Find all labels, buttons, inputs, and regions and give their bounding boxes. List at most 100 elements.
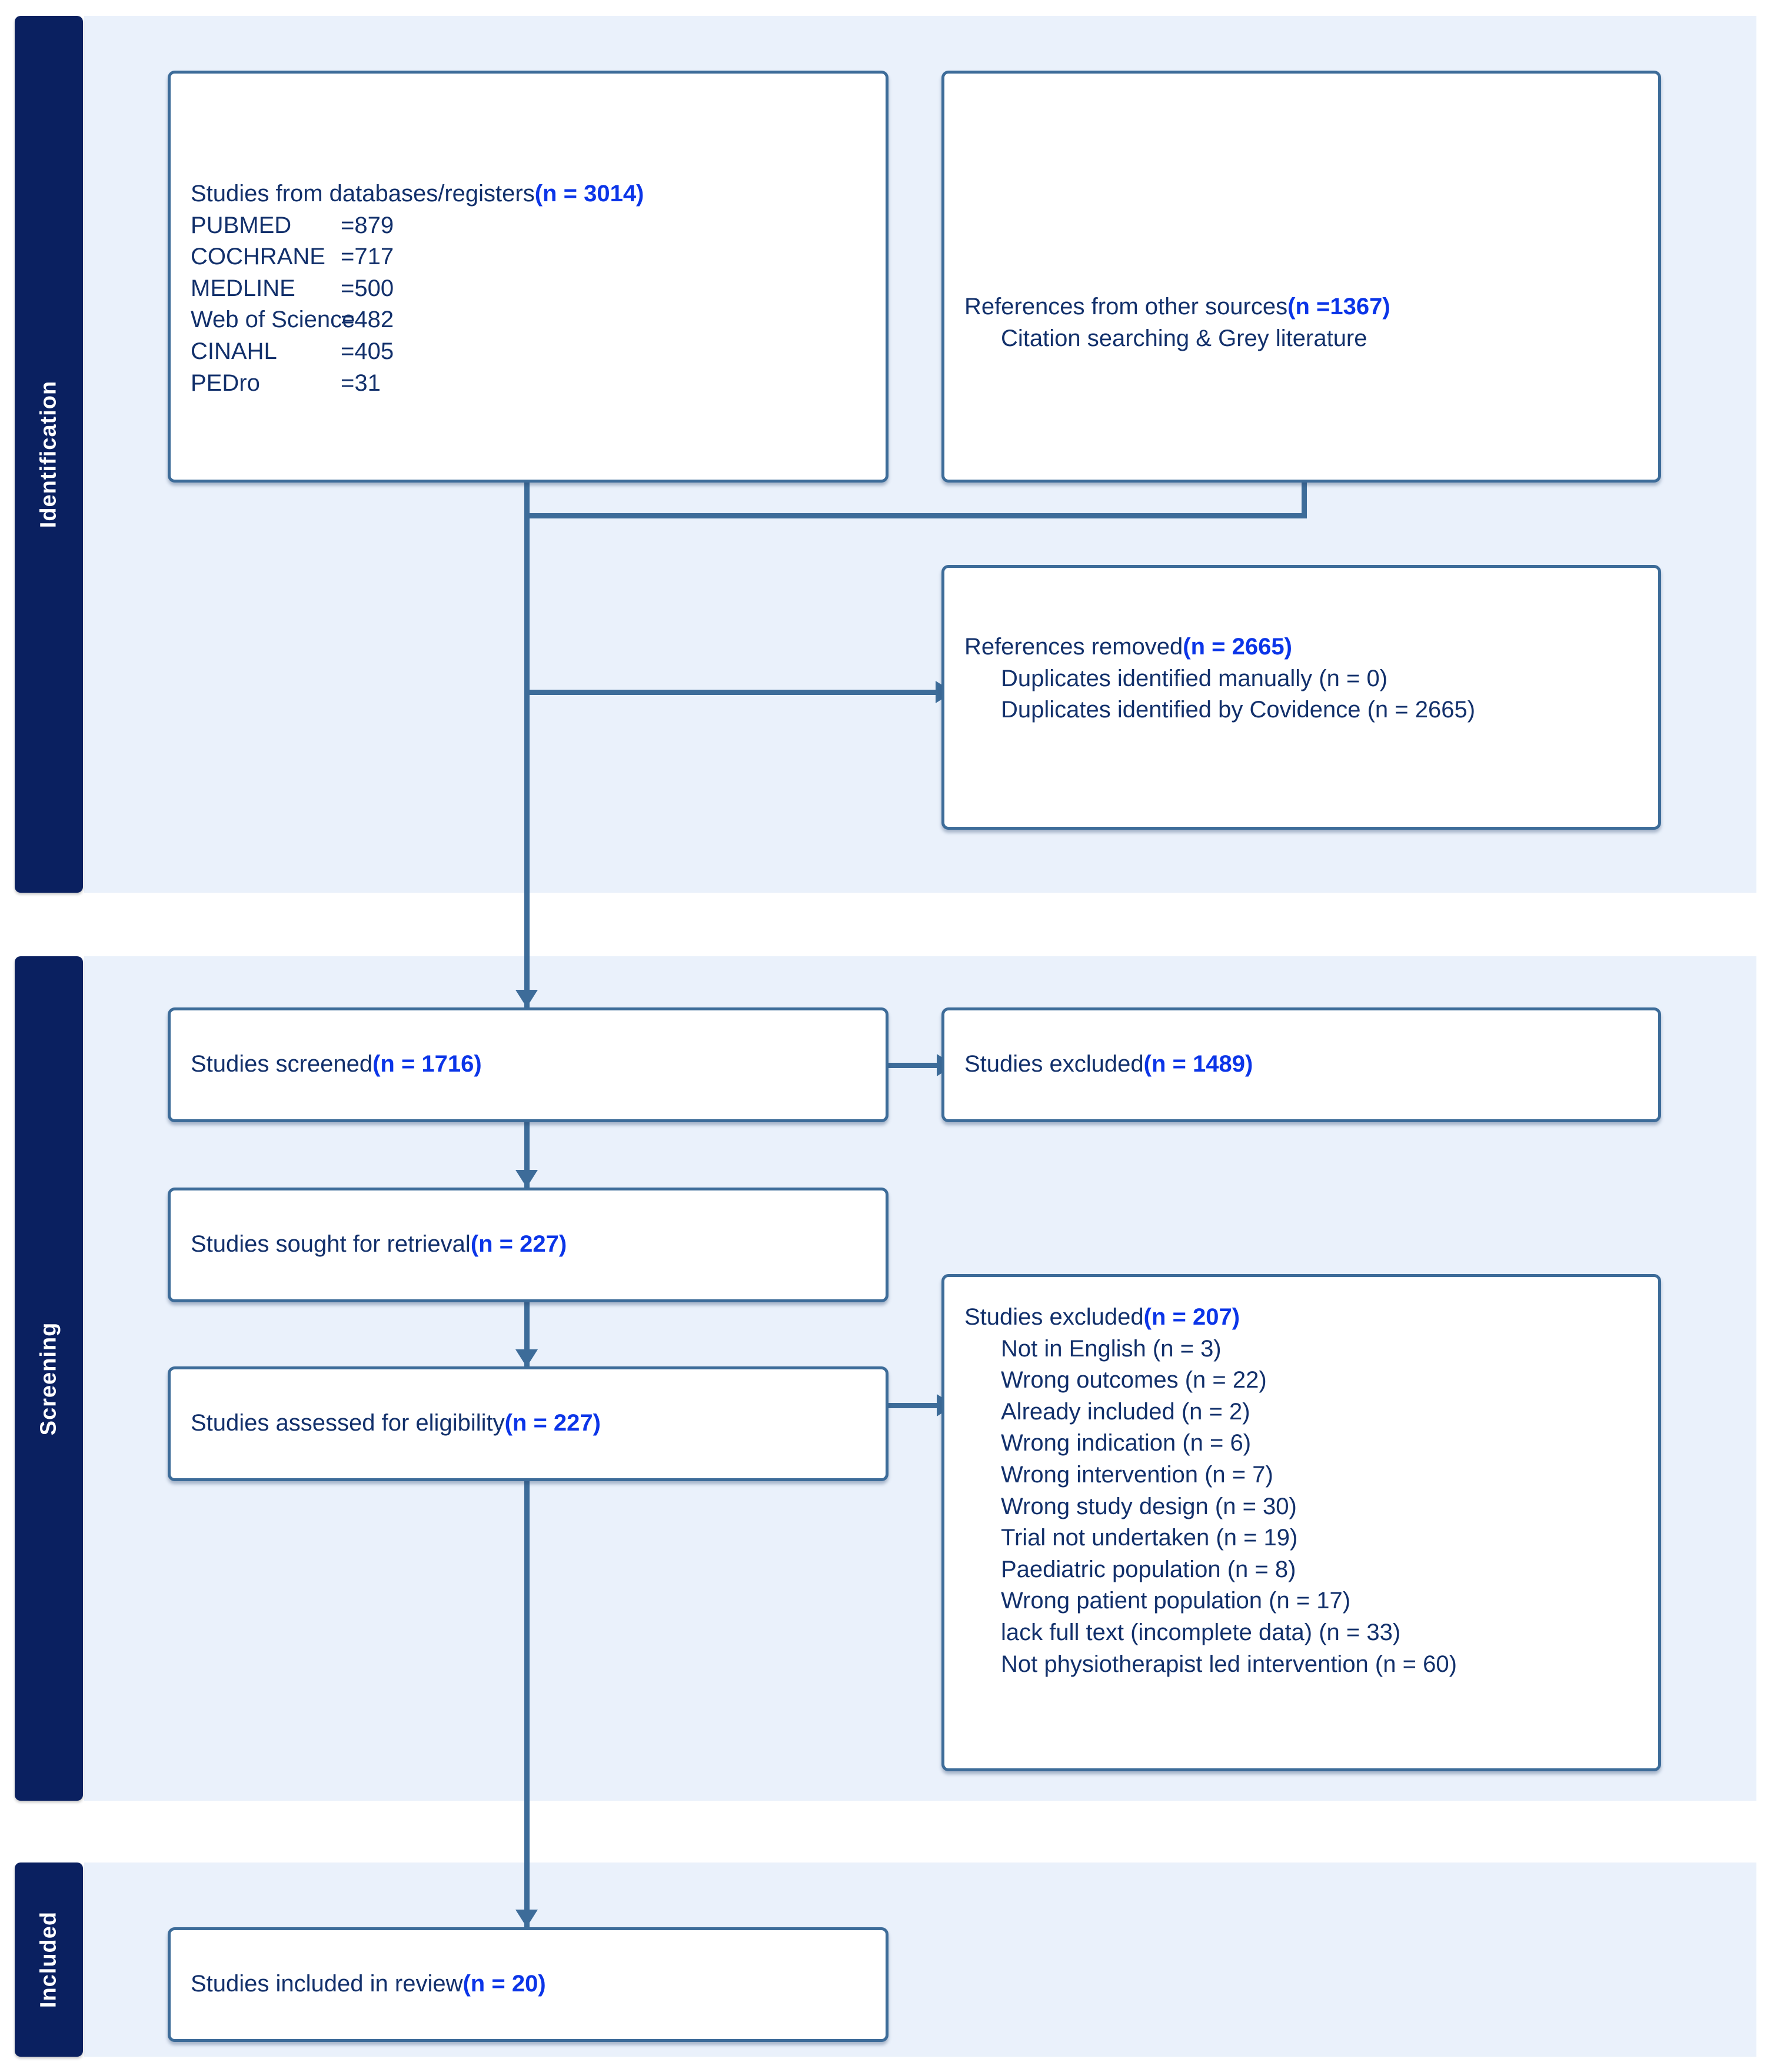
- connector-h-to-references-removed: [524, 690, 939, 695]
- references-removed-sub: Duplicates identified by Covidence (n = …: [964, 694, 1638, 726]
- arrow-down-to-screened: [515, 990, 538, 1007]
- exclusion-reason: Trial not undertaken (n = 19): [964, 1522, 1638, 1554]
- stage-tab-screening: Screening: [15, 956, 83, 1801]
- references-removed-title: References removed (n = 2665): [964, 631, 1638, 663]
- studies-excluded-screening-title: Studies excluded (n = 1489): [964, 1049, 1638, 1080]
- exclusion-reason: Wrong intervention (n = 7): [964, 1459, 1638, 1491]
- connector-h-assessed-to-excluded: [889, 1403, 941, 1408]
- box-studies-screened: Studies screened (n = 1716): [168, 1007, 889, 1122]
- exclusion-reason: Wrong outcomes (n = 22): [964, 1365, 1638, 1396]
- database-value: =879: [341, 212, 394, 238]
- exclusion-reason-text: Wrong outcomes (n = 22): [1001, 1367, 1267, 1393]
- studies-sought-title: Studies sought for retrieval (n = 227): [191, 1229, 866, 1261]
- database-value: =482: [341, 307, 394, 333]
- exclusion-reason-text: Wrong patient population (n = 17): [1001, 1588, 1351, 1614]
- connector-v-databases-down: [524, 478, 530, 516]
- database-row: CINAHL =405: [191, 336, 866, 368]
- arrow-down-to-included: [515, 1910, 538, 1927]
- exclusion-reason-text: Not in English (n = 3): [1001, 1335, 1222, 1362]
- exclusion-reason: Wrong indication (n = 6): [964, 1428, 1638, 1459]
- box-studies-included-review: Studies included in review (n = 20): [168, 1927, 889, 2042]
- studies-screened-title: Studies screened (n = 1716): [191, 1049, 866, 1080]
- studies-excluded-eligibility-title-text: Studies excluded: [964, 1304, 1144, 1330]
- database-row: COCHRANE =717: [191, 241, 866, 273]
- studies-excluded-screening-title-count: (n = 1489): [1143, 1051, 1253, 1077]
- box-studies-excluded-screening: Studies excluded (n = 1489): [941, 1007, 1661, 1122]
- databases-title-count: (n = 3014): [534, 181, 644, 207]
- studies-included-title-count: (n = 20): [462, 1971, 546, 1997]
- stage-tab-identification-label: Identification: [36, 380, 61, 528]
- other-sources-title-count: (n =1367): [1287, 294, 1390, 320]
- database-row: PEDro =31: [191, 368, 866, 400]
- database-name: PEDro: [191, 370, 260, 396]
- studies-screened-title-count: (n = 1716): [372, 1051, 482, 1077]
- database-value: =31: [341, 370, 381, 396]
- connector-h-screened-to-excluded: [889, 1063, 941, 1068]
- exclusion-reason: Not in English (n = 3): [964, 1333, 1638, 1365]
- studies-assessed-title-count: (n = 227): [504, 1410, 601, 1436]
- stage-tab-screening-label: Screening: [36, 1322, 61, 1435]
- studies-sought-title-count: (n = 227): [470, 1231, 567, 1257]
- studies-assessed-title-text: Studies assessed for eligibility: [191, 1410, 505, 1436]
- exclusion-reason-text: Not physiotherapist led intervention (n …: [1001, 1651, 1457, 1677]
- studies-excluded-screening-title-text: Studies excluded: [964, 1051, 1144, 1077]
- exclusion-reason: Already included (n = 2): [964, 1396, 1638, 1428]
- arrow-down-to-assessed: [515, 1349, 538, 1367]
- exclusion-reason-text: Trial not undertaken (n = 19): [1001, 1525, 1298, 1551]
- studies-assessed-title: Studies assessed for eligibility (n = 22…: [191, 1408, 866, 1439]
- database-row: Web of Science =482: [191, 304, 866, 336]
- exclusion-reason: Paediatric population (n = 8): [964, 1554, 1638, 1586]
- databases-title: Studies from databases/registers (n = 30…: [191, 178, 866, 210]
- references-removed-title-count: (n = 2665): [1183, 634, 1292, 660]
- database-value: =717: [341, 244, 394, 270]
- box-databases-registers: Studies from databases/registers (n = 30…: [168, 71, 889, 483]
- studies-screened-title-text: Studies screened: [191, 1051, 373, 1077]
- database-name: MEDLINE: [191, 275, 295, 301]
- exclusion-reason-text: Paediatric population (n = 8): [1001, 1556, 1296, 1582]
- exclusion-reason: Not physiotherapist led intervention (n …: [964, 1649, 1638, 1681]
- exclusion-reason: Wrong patient population (n = 17): [964, 1585, 1638, 1617]
- other-sources-title: References from other sources (n =1367): [964, 291, 1638, 323]
- exclusion-reason-text: Wrong study design (n = 30): [1001, 1493, 1297, 1519]
- references-removed-title-text: References removed: [964, 634, 1183, 660]
- connector-v-other-sources-down: [1302, 478, 1307, 516]
- studies-excluded-eligibility-title-count: (n = 207): [1143, 1304, 1240, 1330]
- stage-tab-included-label: Included: [36, 1911, 61, 2008]
- database-name: PUBMED: [191, 212, 292, 238]
- exclusion-reason-text: lack full text (incomplete data) (n = 33…: [1001, 1619, 1401, 1645]
- exclusion-reason-text: Wrong indication (n = 6): [1001, 1430, 1252, 1456]
- database-row: PUBMED =879: [191, 210, 866, 242]
- connector-v-assessed-to-included: [524, 1476, 530, 1929]
- studies-included-title: Studies included in review (n = 20): [191, 1968, 866, 2000]
- database-name: COCHRANE: [191, 244, 325, 270]
- exclusion-reason: lack full text (incomplete data) (n = 33…: [964, 1617, 1638, 1649]
- arrow-down-to-sought: [515, 1170, 538, 1188]
- stage-tab-included: Included: [15, 1863, 83, 2057]
- other-sources-sub-text: Citation searching & Grey literature: [1001, 325, 1367, 351]
- database-row: MEDLINE =500: [191, 273, 866, 305]
- studies-sought-title-text: Studies sought for retrieval: [191, 1231, 471, 1257]
- exclusion-reason-text: Wrong intervention (n = 7): [1001, 1461, 1273, 1488]
- studies-included-title-text: Studies included in review: [191, 1971, 463, 1997]
- references-removed-sub-line: Duplicates identified manually (n = 0): [1001, 665, 1388, 691]
- exclusion-reason-text: Already included (n = 2): [1001, 1398, 1250, 1425]
- connector-h-top-join: [524, 513, 1307, 518]
- database-value: =500: [341, 275, 394, 301]
- other-sources-title-text: References from other sources: [964, 294, 1288, 320]
- box-studies-sought: Studies sought for retrieval (n = 227): [168, 1188, 889, 1302]
- databases-title-text: Studies from databases/registers: [191, 181, 535, 207]
- exclusion-reason: Wrong study design (n = 30): [964, 1491, 1638, 1523]
- connector-v-spine-identification: [524, 513, 530, 1010]
- box-references-removed: References removed (n = 2665) Duplicates…: [941, 565, 1661, 830]
- connector-v-sought-to-assessed: [524, 1298, 530, 1371]
- database-name: Web of Science: [191, 307, 355, 333]
- stage-tab-identification: Identification: [15, 16, 83, 893]
- box-other-sources: References from other sources (n =1367) …: [941, 71, 1661, 483]
- references-removed-sub-line: Duplicates identified by Covidence (n = …: [1001, 697, 1476, 723]
- other-sources-sub: Citation searching & Grey literature: [964, 323, 1638, 355]
- studies-excluded-eligibility-title: Studies excluded (n = 207): [964, 1302, 1638, 1333]
- references-removed-sub: Duplicates identified manually (n = 0): [964, 663, 1638, 695]
- connector-v-screened-to-sought: [524, 1118, 530, 1189]
- database-name: CINAHL: [191, 338, 277, 364]
